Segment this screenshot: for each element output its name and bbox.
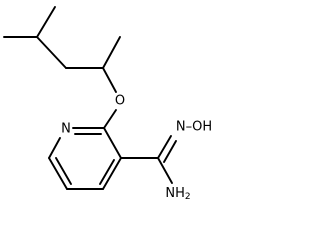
hydroxylamine-group-label: N–OH: [176, 120, 212, 135]
bond-ch-oxygen: [102, 67, 117, 93]
bond-ch-methyl-up: [36, 6, 56, 38]
bond-ch-methyl: [102, 36, 121, 69]
ether-oxygen-label: O: [115, 94, 125, 109]
amine-label-main: NH: [165, 186, 185, 201]
bond-c4-c3: [102, 157, 122, 190]
bond-c3-c2: [103, 127, 122, 159]
chemical-structure: O N N–OH NH2: [3, 6, 212, 203]
ring-nitrogen-label: N: [61, 122, 71, 137]
alkyl-chain-bonds: [3, 6, 121, 93]
bond-amidine-carbon-nitrogen-inner: [163, 140, 177, 163]
bond-oxygen-ring: [103, 109, 117, 129]
bond-n-c6: [48, 137, 61, 159]
pyridine-ring-bonds: [48, 127, 122, 190]
amine-group-label: NH2: [165, 186, 190, 203]
bond-c6-c5: [48, 157, 68, 190]
amine-label-subscript: 2: [185, 192, 191, 202]
bond-c6-c5-inner: [55, 157, 72, 185]
bond-ch-ch2: [36, 36, 67, 69]
ether-bond: [103, 109, 117, 129]
bond-amidine-carbon-nitrogen: [157, 135, 172, 159]
bond-amidine-carbon-amine: [157, 157, 173, 184]
amidoxime-bonds: [120, 135, 177, 184]
bond-c4-c3-inner: [99, 159, 115, 185]
